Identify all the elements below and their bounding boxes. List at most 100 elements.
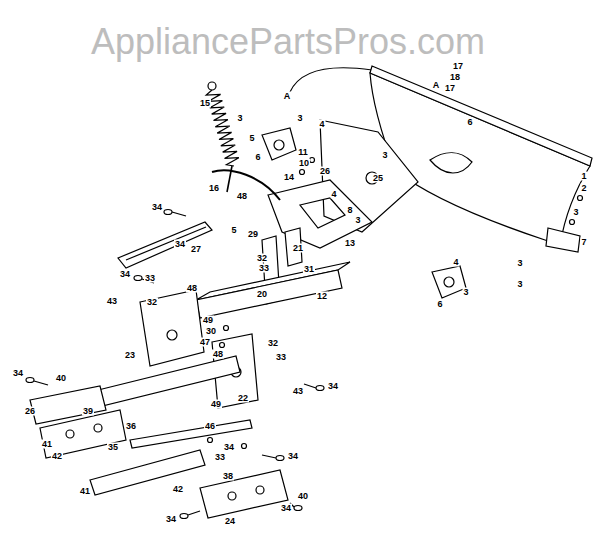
callout-number: 29 [247, 230, 259, 239]
callout-number: 34 [119, 270, 131, 279]
callout-number: 22 [237, 394, 249, 403]
callout-number: 31 [303, 265, 315, 274]
rear-tube [90, 450, 205, 495]
frame-tube [196, 270, 342, 318]
callout-number: 4 [452, 258, 459, 267]
callout-number: 49 [210, 400, 222, 409]
blade-top-bar [370, 66, 592, 166]
callout-number: 6 [254, 153, 261, 162]
callout-number: A [283, 92, 292, 101]
callout-number: 3 [236, 114, 243, 123]
callout-number: 25 [372, 174, 384, 183]
mounting-plate [320, 120, 418, 232]
callout-number: 26 [319, 167, 331, 176]
callout-number: 38 [222, 472, 234, 481]
callout-number: 40 [55, 374, 67, 383]
callout-number: 3 [572, 208, 579, 217]
callout-number: 15 [199, 99, 211, 108]
callout-number: 47 [199, 338, 211, 347]
callout-number: 5 [248, 134, 255, 143]
callout-number: 3 [354, 216, 361, 225]
callout-number: 10 [298, 159, 310, 168]
callout-number: 49 [202, 316, 214, 325]
callout-number: 30 [205, 327, 217, 336]
callout-number: 4 [330, 190, 337, 199]
callout-number: 7 [580, 238, 587, 247]
callout-number: 34 [174, 240, 186, 249]
callout-number: 33 [275, 353, 287, 362]
hinge-eye [444, 277, 454, 287]
callout-number: 17 [444, 84, 456, 93]
callout-number: 48 [236, 192, 248, 201]
callout-number: 34 [151, 203, 163, 212]
callout-number: 17 [452, 62, 464, 71]
wear-patch [430, 153, 472, 173]
callout-number: 34 [223, 443, 235, 452]
callout-number: 12 [316, 292, 328, 301]
callout-number: 48 [212, 350, 224, 359]
callout-number: 39 [82, 407, 94, 416]
callout-number: 11 [297, 148, 309, 157]
spring-hook [208, 82, 216, 90]
pins [26, 158, 583, 519]
hinge-eye [274, 140, 284, 150]
callout-number: 3 [516, 259, 523, 268]
callout-number: 21 [292, 244, 304, 253]
callout-number: 1 [580, 172, 587, 181]
hinge-bracket [432, 266, 466, 298]
callout-number: 43 [292, 387, 304, 396]
callout-number: 13 [344, 239, 356, 248]
callout-number: 5 [230, 226, 237, 235]
reference-curve [290, 68, 372, 92]
callout-number: 3 [516, 280, 523, 289]
callout-number: 34 [12, 369, 24, 378]
callout-number: 26 [24, 407, 36, 416]
callout-number: 6 [436, 300, 443, 309]
callout-number: 23 [124, 351, 136, 360]
callout-number: 41 [41, 440, 53, 449]
callout-number: 32 [267, 339, 279, 348]
blade-end-plate [546, 228, 580, 252]
mount-bracket [200, 470, 288, 518]
callout-number: 18 [449, 73, 461, 82]
callout-number: 4 [318, 120, 325, 129]
callout-number: 36 [125, 422, 137, 431]
cross-tube [82, 356, 240, 410]
callout-number: 41 [79, 487, 91, 496]
spring-coil [206, 90, 239, 166]
side-plate [140, 290, 204, 366]
callout-number: A [432, 81, 441, 90]
callout-number: 24 [224, 517, 236, 526]
cable [212, 170, 280, 200]
callout-number: 2 [580, 184, 587, 193]
callout-number: 34 [165, 515, 177, 524]
callout-number: 16 [208, 184, 220, 193]
bracket-hole [256, 486, 264, 494]
moldboard [370, 73, 590, 245]
callout-number: 35 [107, 443, 119, 452]
callout-number: 43 [106, 297, 118, 306]
callout-number: 46 [204, 422, 216, 431]
callout-number: 40 [297, 492, 309, 501]
callout-number: 27 [190, 245, 202, 254]
callout-number: 14 [283, 173, 295, 182]
callout-number: 48 [186, 284, 198, 293]
callout-number: 32 [256, 254, 268, 263]
bracket-hole [228, 492, 236, 500]
callout-number: 33 [144, 274, 156, 283]
callout-number: 33 [214, 453, 226, 462]
bracket-hole [94, 424, 102, 432]
callout-number: 6 [466, 118, 473, 127]
watermark: AppliancePartsPros.com [91, 24, 485, 60]
callout-number: 3 [381, 151, 388, 160]
callout-number: 34 [287, 452, 299, 461]
spring-rod [227, 166, 232, 192]
hinge-bracket [262, 128, 296, 160]
callout-number: 32 [146, 298, 158, 307]
callout-number: 3 [296, 114, 303, 123]
callout-number: 33 [258, 264, 270, 273]
callout-number: 8 [346, 206, 353, 215]
callout-number: 42 [172, 485, 184, 494]
callout-number: 3 [462, 288, 469, 297]
